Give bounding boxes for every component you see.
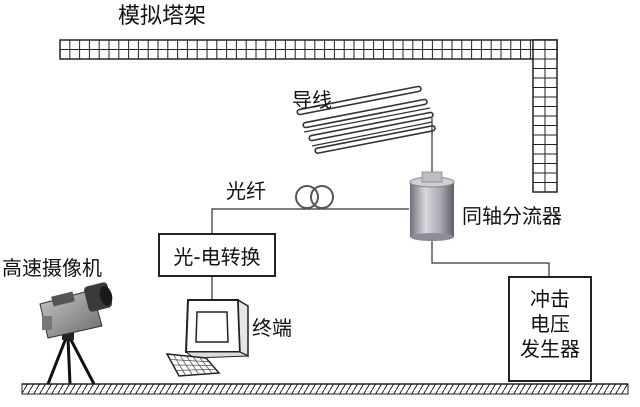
- tower-beam: [59, 39, 558, 60]
- coaxial-shunt: [409, 171, 455, 241]
- fiber-label: 光纤: [226, 179, 266, 203]
- lattice-line: [192, 356, 206, 375]
- tower-label: 模拟塔架: [118, 4, 207, 29]
- impulse-generator-box: 冲击 电压 发生器: [508, 276, 592, 382]
- conductor-label: 导线: [292, 88, 332, 112]
- oe-converter-label: 光-电转换: [173, 245, 261, 269]
- lattice-line: [186, 355, 200, 375]
- lattice-line: [173, 354, 187, 376]
- lattice-line: [199, 357, 213, 374]
- terminal-computer: [165, 298, 249, 377]
- fiber-coil: [295, 185, 334, 209]
- conductor-bundle: [296, 85, 436, 154]
- high-speed-camera: [39, 282, 113, 385]
- generator-label-line-3: 发生器: [520, 337, 580, 361]
- ground: [21, 383, 629, 395]
- shunt-generator-lead: [431, 238, 550, 276]
- generator-label-line-2: 电压: [530, 312, 570, 336]
- tower-column: [532, 39, 558, 193]
- lattice-line: [179, 355, 193, 376]
- generator-label-line-1: 冲击: [530, 287, 570, 311]
- camera-label: 高速摄像机: [2, 256, 102, 280]
- optical-fiber: [211, 208, 409, 233]
- coax-shunt-label: 同轴分流器: [462, 204, 562, 228]
- oe-converter-box: 光-电转换: [158, 233, 276, 277]
- terminal-label: 终端: [252, 316, 292, 340]
